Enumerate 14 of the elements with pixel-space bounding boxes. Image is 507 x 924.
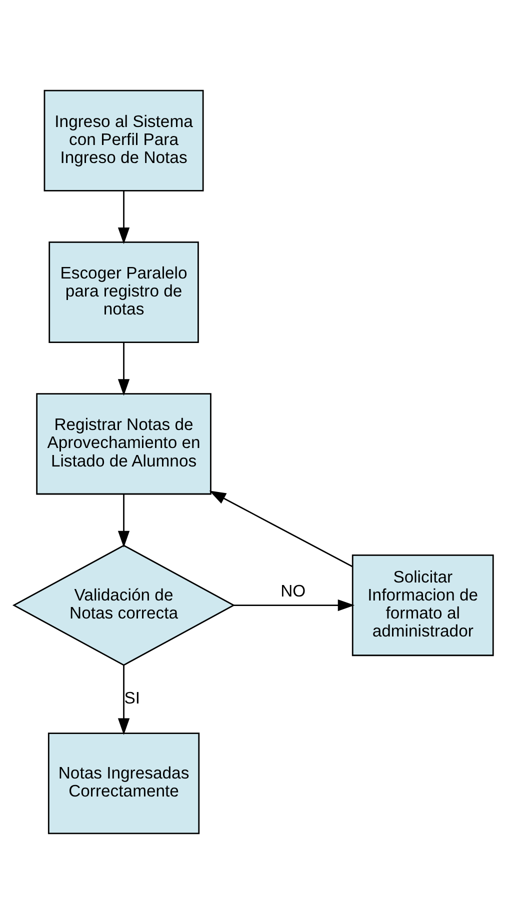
edge-label: SI [124, 688, 140, 708]
node-box: Escoger Paralelo para registro de notas [48, 242, 199, 344]
node-box: Solicitar Informacion de formato al administrador [352, 554, 494, 656]
node-box: Registrar Notas de Aprovechamiento en Listado de Alumnos [36, 393, 212, 495]
arrow [118, 342, 130, 396]
arrow [118, 494, 130, 548]
node-box: Notas Ingresadas Correctamente [48, 732, 200, 834]
arrow [118, 190, 130, 244]
arrow [209, 490, 353, 568]
node-box: Ingreso al Sistema con Perfil Para Ingreso de Notas [44, 90, 204, 192]
edge-label: NO [280, 581, 306, 600]
arrow [234, 599, 355, 612]
arrow [118, 666, 130, 735]
node-diamond: Validación de Notas correcta [12, 544, 236, 666]
